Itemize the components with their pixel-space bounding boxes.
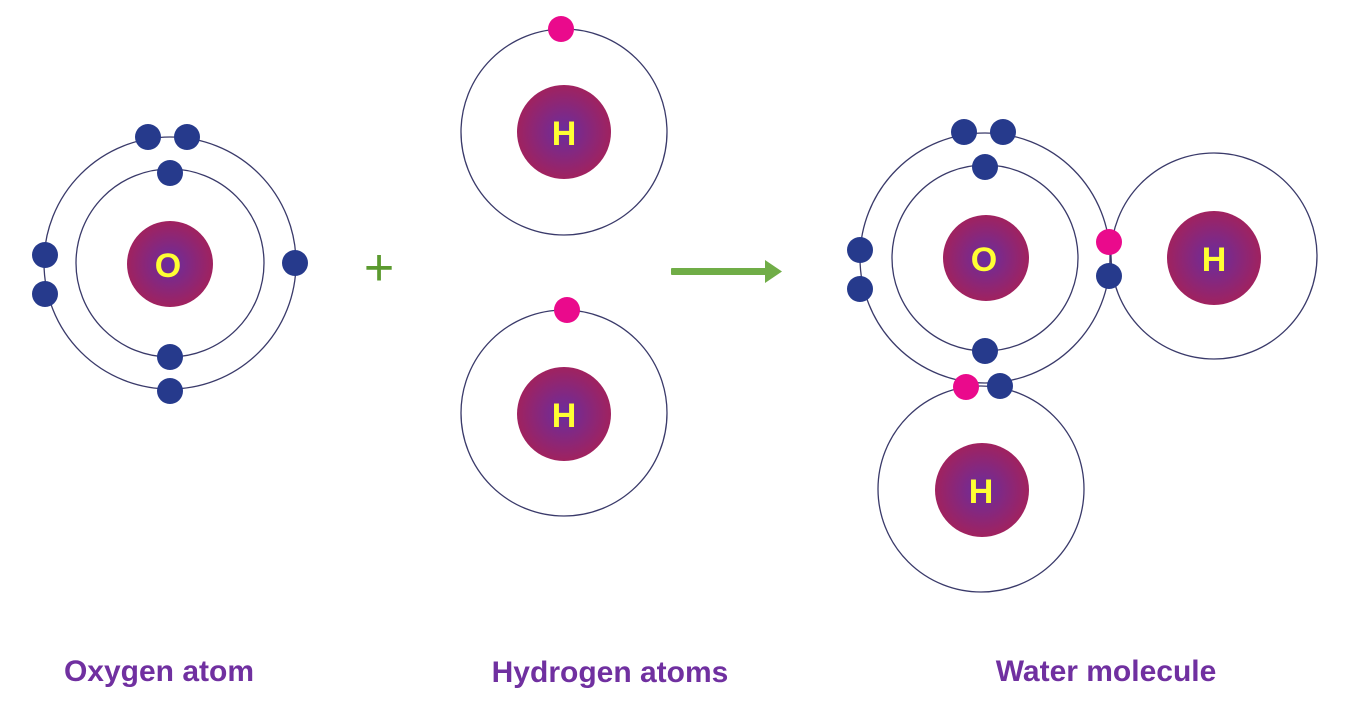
water-electrons <box>847 119 1122 400</box>
electron <box>157 344 183 370</box>
electron <box>951 119 977 145</box>
water-molecule: O H H <box>847 119 1318 593</box>
shared-electron <box>953 374 979 400</box>
caption-water-molecule: Water molecule <box>996 655 1217 688</box>
hydrogen-bottom-nucleus <box>517 367 611 461</box>
water-hydrogen-bottom-symbol: H <box>969 473 994 511</box>
water-hydrogen-right-nucleus <box>1167 211 1261 305</box>
electron <box>135 124 161 150</box>
water-hydrogen-bottom-shell <box>877 385 1085 593</box>
hydrogen-top-symbol: H <box>552 115 577 153</box>
hydrogen-atom-bottom: H <box>460 297 668 517</box>
caption-hydrogen-atoms: Hydrogen atoms <box>492 656 729 689</box>
electron <box>32 281 58 307</box>
electron <box>972 154 998 180</box>
electron <box>157 378 183 404</box>
shared-electron <box>987 373 1013 399</box>
caption-oxygen-atom: Oxygen atom <box>64 655 254 688</box>
oxygen-electrons <box>32 124 308 404</box>
hydrogen-atom-top: H <box>460 16 668 236</box>
electron <box>990 119 1016 145</box>
water-oxygen-symbol: O <box>971 241 997 279</box>
hydrogen-bottom-symbol: H <box>552 397 577 435</box>
electron <box>157 160 183 186</box>
reaction-arrow <box>671 260 782 283</box>
electron <box>554 297 580 323</box>
plus-sign: + <box>364 239 394 297</box>
hydrogen-top-nucleus <box>517 85 611 179</box>
electron <box>174 124 200 150</box>
electron <box>972 338 998 364</box>
water-hydrogen-right-symbol: H <box>1202 241 1227 279</box>
electron <box>847 237 873 263</box>
electron <box>847 276 873 302</box>
shared-electron <box>1096 263 1122 289</box>
arrow-shaft <box>671 268 767 275</box>
water-oxygen-nucleus <box>943 215 1029 301</box>
oxygen-symbol: O <box>155 247 181 285</box>
electron <box>32 242 58 268</box>
water-hydrogen-right-shell <box>1110 152 1318 360</box>
oxygen-nucleus <box>127 221 213 307</box>
electron <box>548 16 574 42</box>
oxygen-atom: O <box>32 124 308 404</box>
shared-electron <box>1096 229 1122 255</box>
water-hydrogen-bottom-nucleus <box>935 443 1029 537</box>
electron <box>282 250 308 276</box>
arrow-head <box>765 260 782 283</box>
